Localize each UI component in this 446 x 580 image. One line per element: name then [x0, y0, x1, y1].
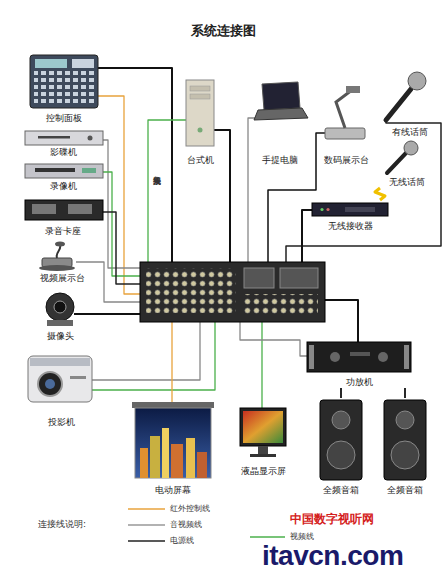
screen-icon — [132, 402, 214, 478]
device-label: 录像机 — [50, 180, 77, 192]
wire — [171, 322, 172, 402]
device-label: 有线话筒 — [392, 126, 428, 138]
speaker-cable — [404, 388, 406, 398]
wire — [103, 212, 140, 284]
camera-icon — [46, 293, 74, 326]
device-label: 无线话筒 — [389, 176, 425, 188]
central-controller — [140, 262, 325, 322]
device-label: 功放机 — [346, 376, 373, 388]
device-node: 电动屏幕 — [130, 400, 216, 496]
device-node: 录音卡座 — [22, 197, 104, 237]
wire-group — [74, 68, 441, 408]
lcd-monitor-icon — [240, 408, 286, 457]
legend-text: 红外控制线 — [170, 503, 210, 515]
receiver-icon — [312, 203, 388, 216]
speaker-icon — [320, 400, 426, 480]
wireless-link — [375, 188, 385, 200]
legend-line — [128, 524, 165, 526]
wired-mic-icon — [386, 72, 426, 120]
device-node: 录像机 — [22, 162, 104, 192]
device-label: 全频音箱 — [323, 484, 359, 496]
device-node: 有线话筒 — [382, 62, 438, 138]
wire — [261, 322, 262, 408]
legend-samples — [128, 509, 285, 541]
wireless-mic-icon — [387, 141, 418, 173]
desktop-tower-icon — [186, 80, 214, 146]
device-label: 液晶显示屏 — [241, 465, 286, 477]
legend-text: 视频线 — [290, 531, 314, 543]
legend-text: 音视频线 — [170, 519, 202, 531]
speaker-cable — [340, 388, 342, 398]
wire — [103, 140, 140, 268]
device-node: 控制面板 — [28, 52, 100, 124]
device-label: 视频展示台 — [40, 272, 85, 284]
wire — [302, 210, 312, 262]
projector-icon — [28, 356, 92, 402]
amplifier-icon — [307, 342, 411, 372]
wire — [286, 121, 441, 262]
digital-presenter-icon — [325, 86, 365, 139]
video-presenter-icon — [39, 242, 75, 272]
device-node: 投影机 — [20, 350, 102, 428]
device-node: 全频音箱 — [382, 398, 428, 496]
device-label: 摄像头 — [47, 330, 74, 342]
device-node: 台式机 — [178, 78, 222, 166]
legend-line — [250, 536, 285, 538]
device-node: 无线话筒 — [376, 140, 438, 188]
device-label: 录音卡座 — [45, 225, 81, 237]
device-label: 数码展示台 — [324, 154, 369, 166]
device-label: 全频音箱 — [387, 484, 423, 496]
wire — [98, 68, 172, 262]
dvd-player-icon — [25, 131, 103, 145]
device-label: 投影机 — [48, 416, 75, 428]
device-label: 控制面板 — [46, 112, 82, 124]
laptop-icon — [254, 82, 308, 120]
wire — [240, 322, 307, 356]
watermark: 中国数字视听网 — [290, 511, 374, 528]
wire — [74, 313, 140, 315]
device-node: 影碟机 — [22, 128, 104, 158]
device-node: 无线接收器 — [305, 200, 395, 232]
legend-heading: 连接线说明: — [38, 518, 86, 531]
watermark: itavcn.com — [262, 540, 403, 572]
control-panel-icon — [30, 55, 98, 108]
device-label: 电动屏幕 — [155, 484, 191, 496]
wire — [92, 322, 200, 380]
device-node: 摄像头 — [30, 290, 90, 342]
vcr-icon — [25, 164, 103, 178]
cassette-deck-icon — [25, 200, 103, 220]
device-node: 手提电脑 — [252, 78, 308, 166]
device-node: 功放机 — [305, 338, 413, 388]
wire — [76, 262, 140, 302]
diagram-title: 系统连接图 — [0, 22, 446, 40]
device-node: 数码展示台 — [318, 78, 374, 166]
device-node: 视频展示台 — [30, 242, 94, 284]
legend-text: 电源线 — [170, 535, 194, 547]
device-label: 台式机 — [187, 154, 214, 166]
wire — [325, 300, 358, 342]
wire — [214, 130, 230, 262]
device-node: 液晶显示屏 — [230, 405, 296, 477]
device-label: 手提电脑 — [262, 154, 298, 166]
legend-line — [128, 540, 165, 542]
wire — [103, 172, 140, 276]
wire — [268, 133, 325, 262]
wire — [148, 120, 186, 262]
device-label: 影碟机 — [50, 146, 77, 158]
wire — [92, 322, 215, 390]
device-node: 全频音箱 — [318, 398, 364, 496]
device-label: 无线接收器 — [328, 220, 373, 232]
legend-line — [128, 508, 165, 510]
wire — [248, 118, 256, 262]
